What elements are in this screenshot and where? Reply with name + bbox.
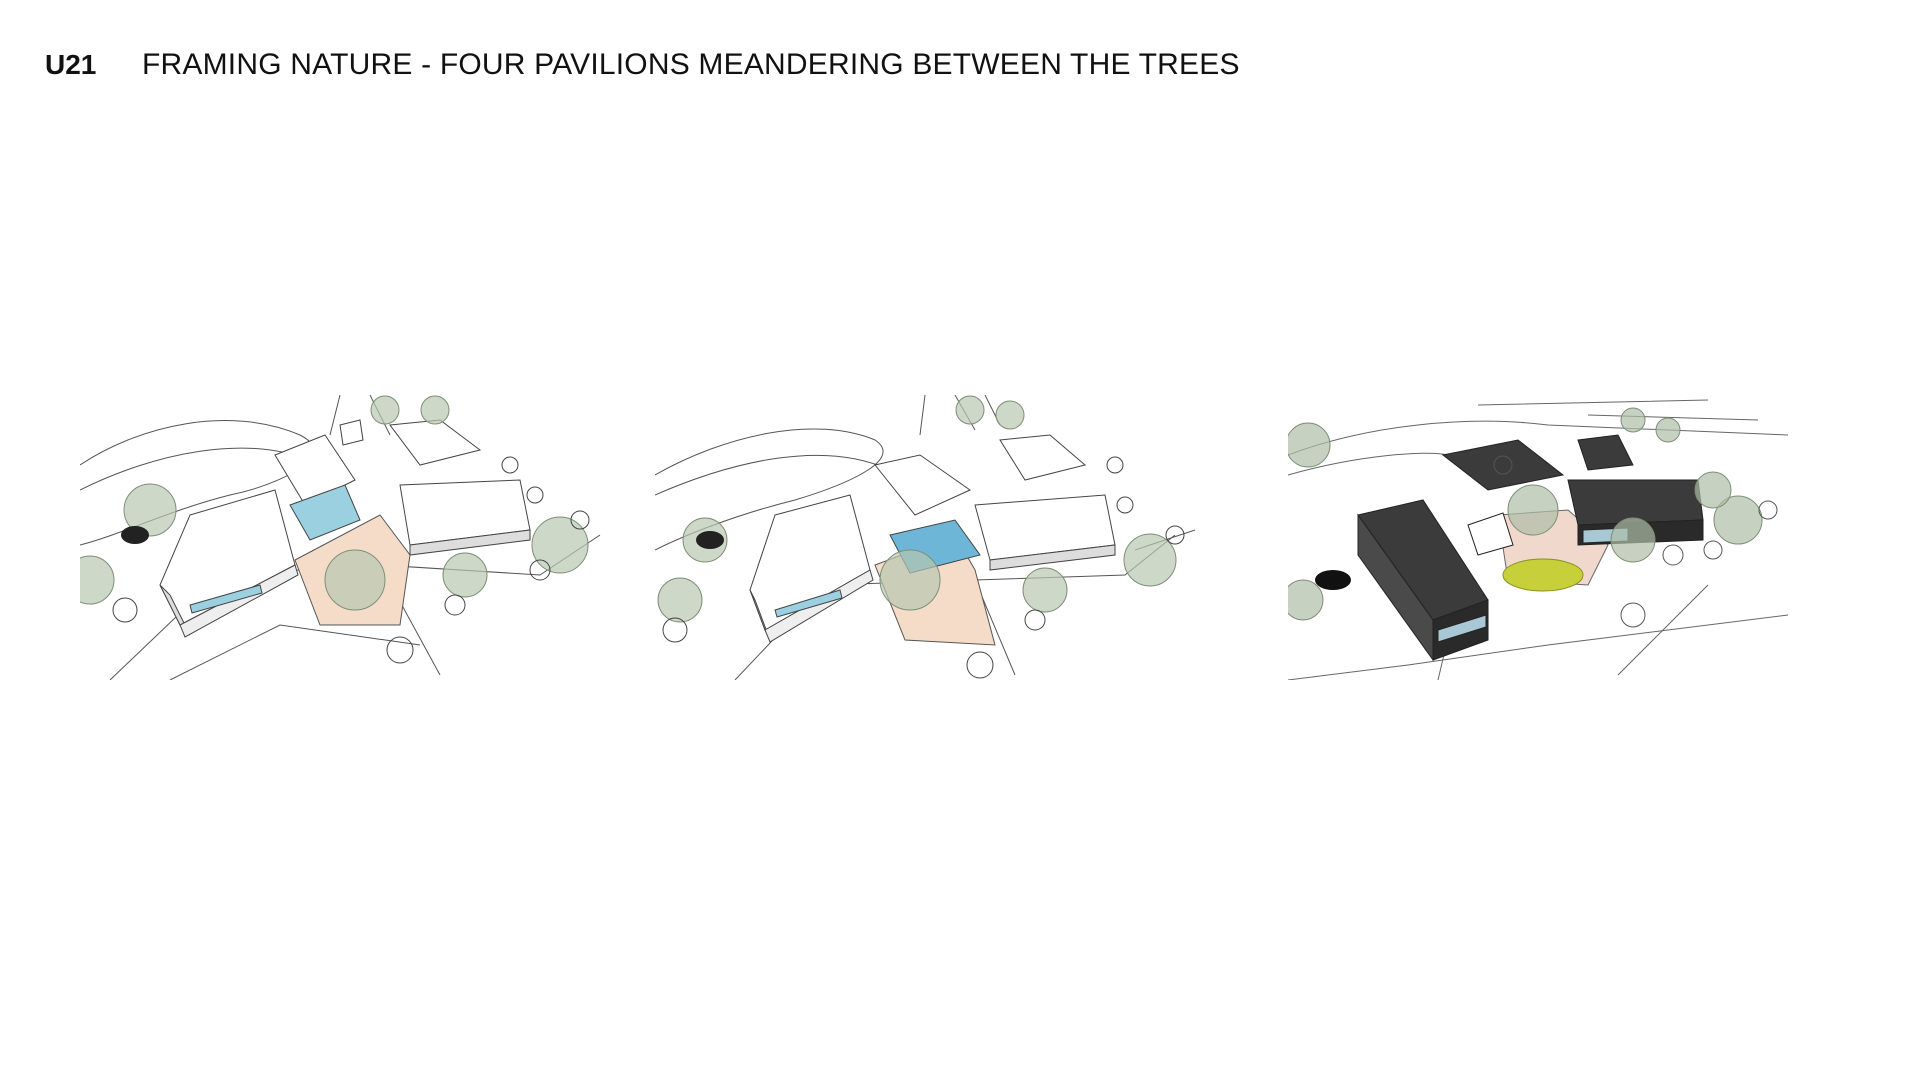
pavilion-blocks [749,434,1116,643]
tree-symbols [1493,455,1778,628]
sheet-code: U21 [45,49,97,80]
trees [1288,407,1763,621]
trees [80,395,589,611]
planting-bed [1502,558,1584,592]
header: U21 FRAMING NATURE - FOUR PAVILIONS MEAN… [45,48,1240,82]
car-symbol [1315,570,1351,590]
car-symbol [696,531,724,549]
aerial-render-white-model-pool [655,395,1200,680]
aerial-render-dark-model [1288,395,1788,680]
pavilion-blocks [159,419,531,638]
pavilion-blocks [1357,434,1704,662]
render-3-drawing [1288,399,1788,680]
render-2-drawing [655,395,1196,680]
car-symbol [121,526,149,544]
tree-symbols [112,456,590,664]
aerial-render-white-model [80,395,620,680]
sheet-title: FRAMING NATURE - FOUR PAVILIONS MEANDERI… [142,48,1240,81]
render-1-drawing [80,395,601,680]
tree-symbols [662,456,1185,679]
